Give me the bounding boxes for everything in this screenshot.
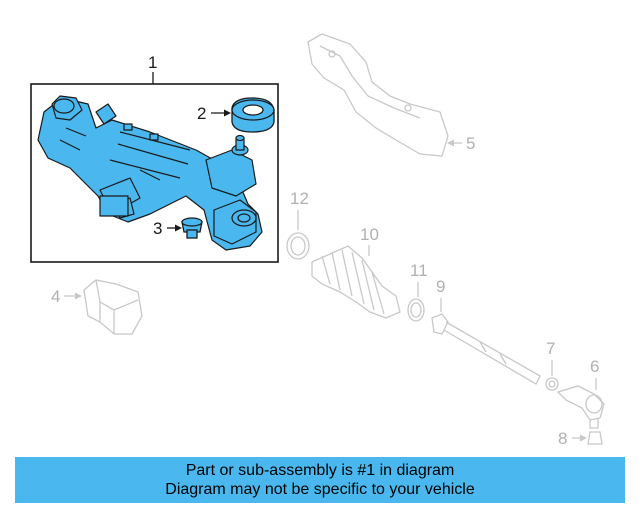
notice-line-2: Diagram may not be specific to your vehi… <box>165 481 475 498</box>
nut-part-7 <box>545 377 559 391</box>
callout-8-arrowhead <box>580 434 587 442</box>
callout-4-arrowhead <box>75 292 82 300</box>
callout-2-label: 2 <box>197 104 206 123</box>
nut-part-8 <box>587 431 603 445</box>
inner-tie-rod-part-9 <box>431 313 541 385</box>
bracket-part-4 <box>83 279 143 335</box>
callout-11-label: 11 <box>410 261 428 280</box>
boot-part-10 <box>311 245 401 319</box>
assembly-1-frame <box>30 83 279 263</box>
callout-2-arrowhead <box>224 109 231 117</box>
callout-12-label: 12 <box>290 189 309 208</box>
clamp-part-11 <box>407 298 425 322</box>
parts-diagram: 1 2 3 <box>30 33 605 448</box>
callout-3-arrowhead <box>175 224 182 232</box>
callout-1-label: 1 <box>148 53 157 72</box>
outer-tie-rod-end-part-6 <box>556 385 605 429</box>
diagram-notice-banner: Part or sub-assembly is #1 in diagram Di… <box>15 457 625 503</box>
callout-3-label: 3 <box>153 219 162 238</box>
clamp-part-12 <box>286 232 310 260</box>
callout-5-label: 5 <box>466 134 475 153</box>
grommet-part-3 <box>181 217 203 239</box>
heat-shield-part-5 <box>307 33 449 157</box>
callout-9-label: 9 <box>436 277 445 296</box>
callout-10-label: 10 <box>360 225 379 244</box>
steering-gear-rack <box>37 95 263 251</box>
notice-line-1: Part or sub-assembly is #1 in diagram <box>185 462 455 479</box>
callout-6-label: 6 <box>590 357 599 376</box>
callout-5-arrowhead <box>447 139 454 147</box>
callout-7-label: 7 <box>546 339 555 358</box>
callout-8-label: 8 <box>558 429 567 448</box>
bushing-part-2 <box>231 97 275 133</box>
callout-4-label: 4 <box>51 287 60 306</box>
